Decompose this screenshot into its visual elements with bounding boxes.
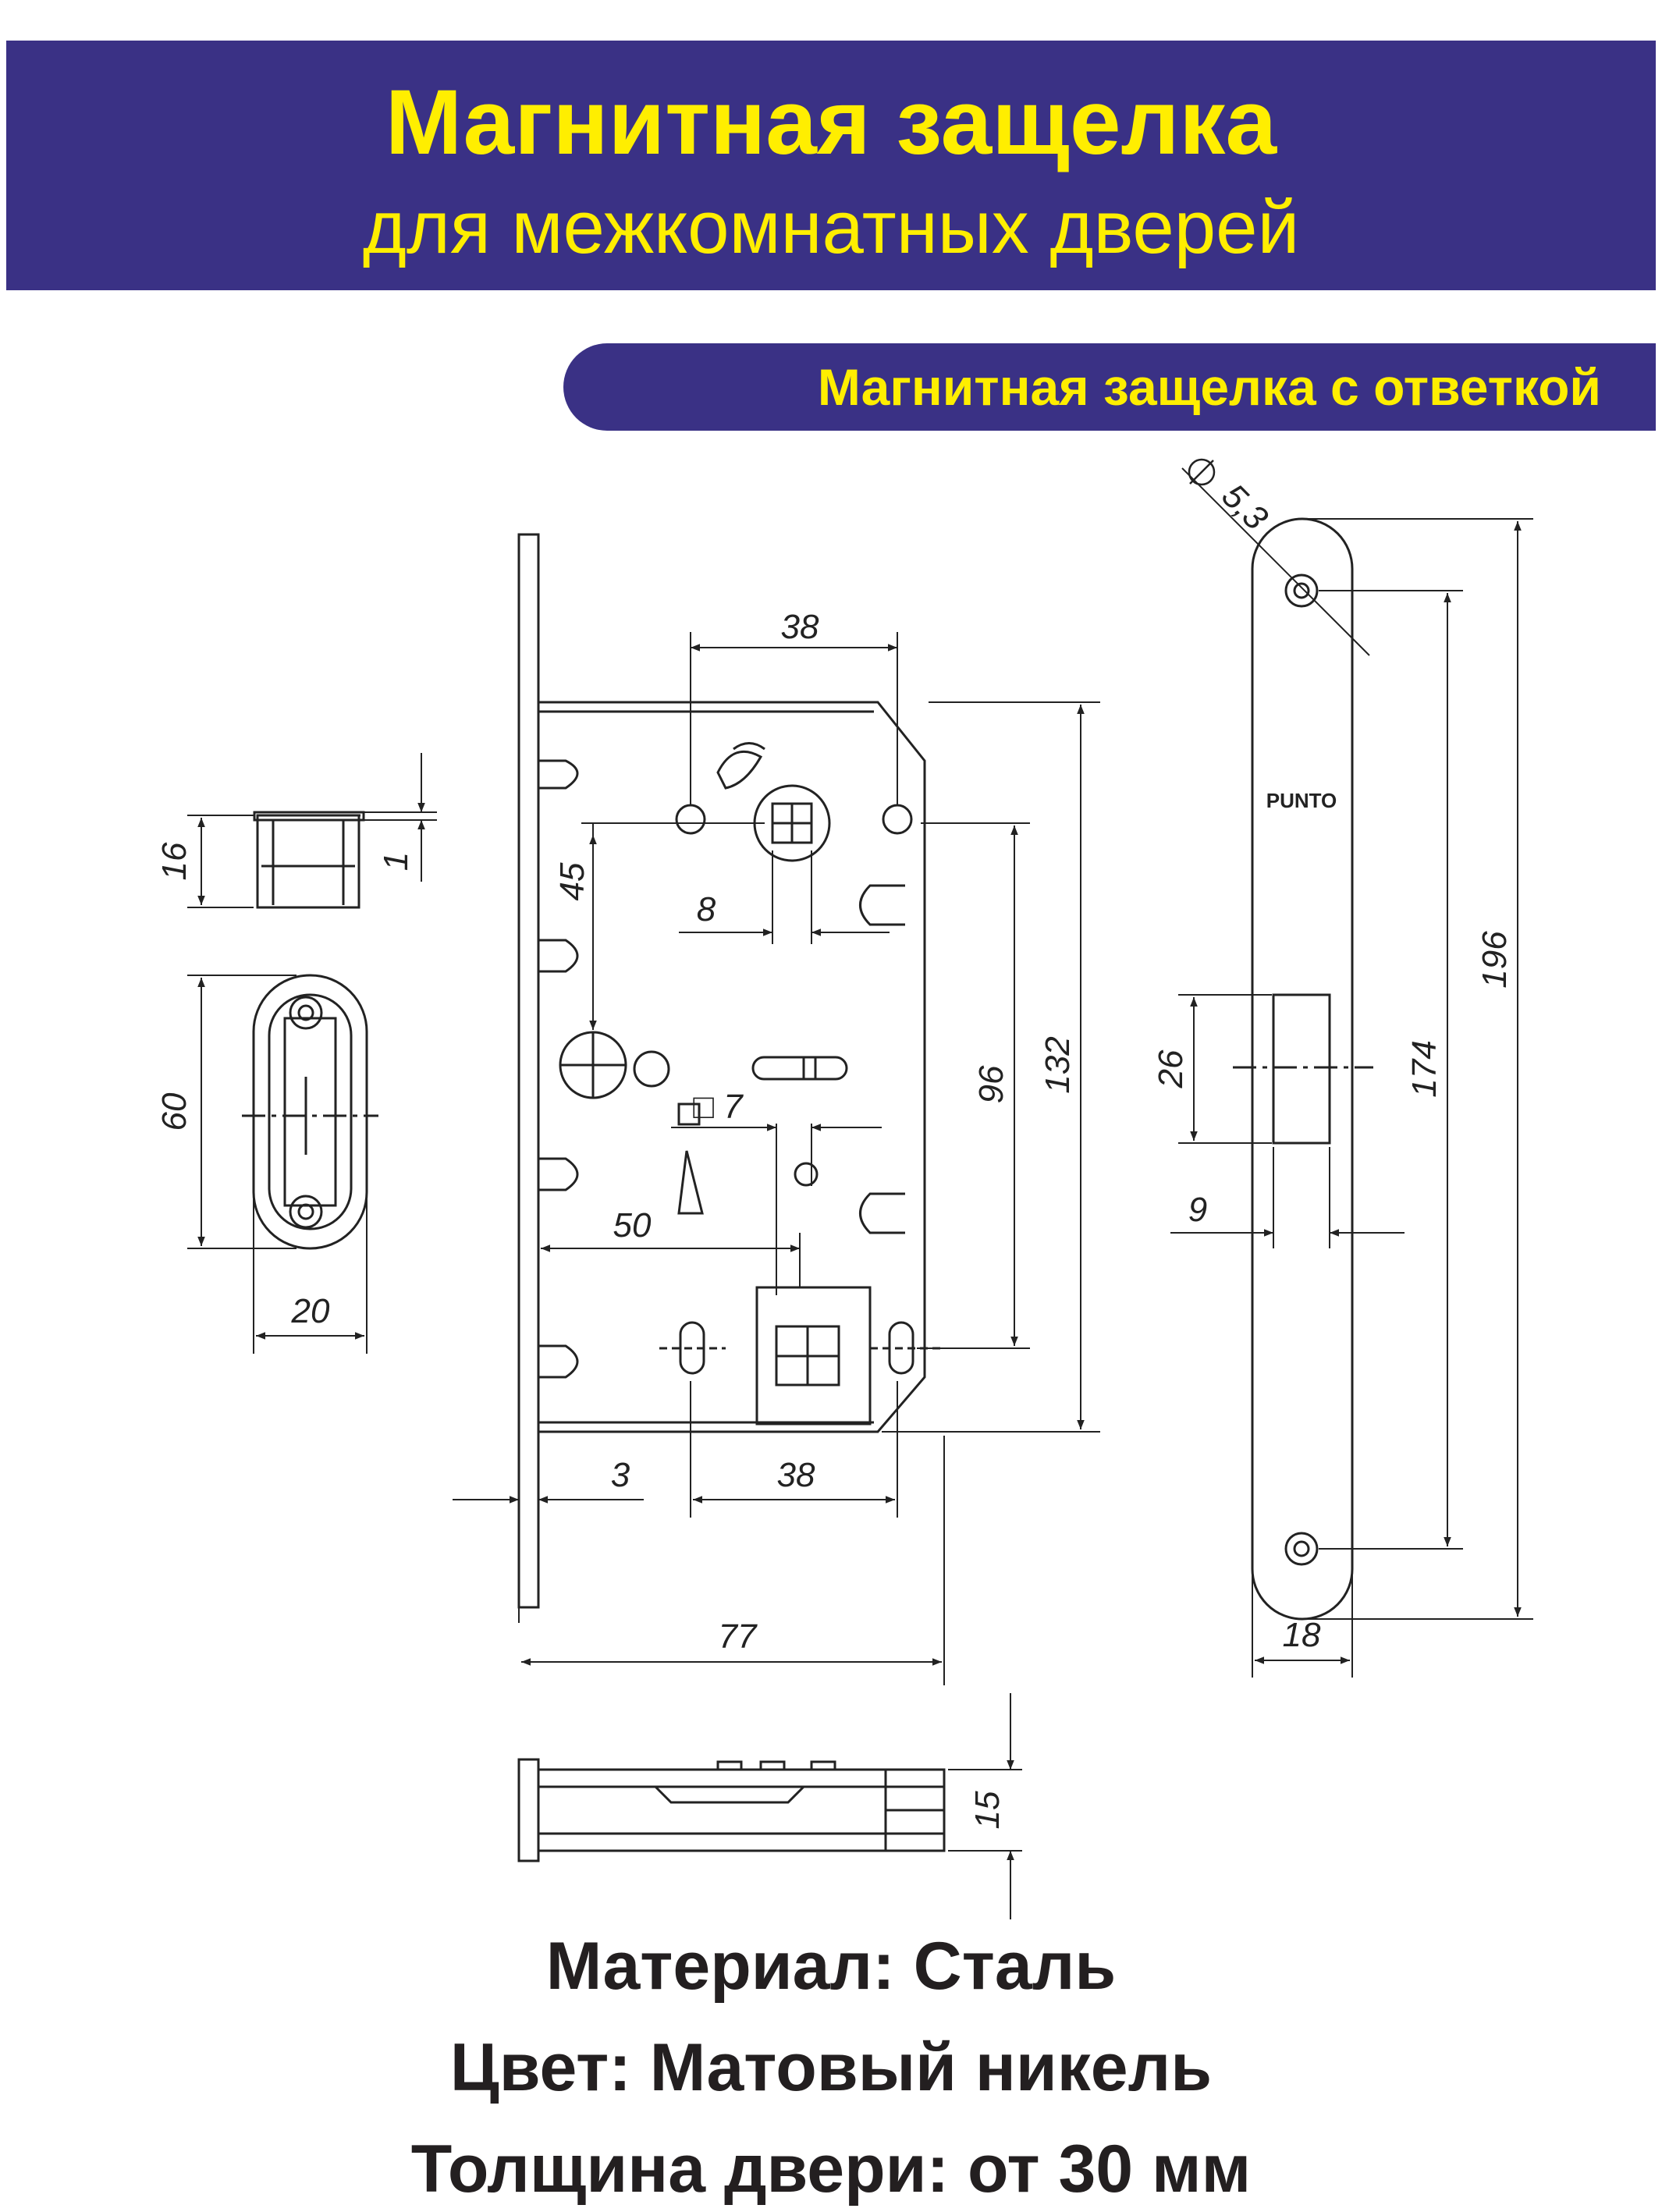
dim-label-20: 20 xyxy=(291,1292,330,1330)
lock-body-front-view xyxy=(517,533,940,1609)
dim-label-50: 50 xyxy=(613,1206,652,1244)
dim-label-18: 18 xyxy=(1283,1616,1321,1654)
technical-drawing: 38 8 45 96 132 □ 7 50 3 38 77 15 16 1 60… xyxy=(155,458,1533,1919)
lock-side-view xyxy=(517,1758,946,1862)
dim-label-38-bottom: 38 xyxy=(777,1456,815,1494)
diameter-slash xyxy=(1189,460,1214,485)
dim-label-196: 196 xyxy=(1476,931,1514,989)
diameter-symbol-icon xyxy=(1188,458,1216,486)
spec-color: Цвет: Матовый никель xyxy=(449,2030,1213,2105)
faceplate-brand-text: PUNTO xyxy=(1266,789,1337,812)
dim-label-38-top: 38 xyxy=(781,608,819,646)
header-banner: Магнитная защелка для межкомнатных двере… xyxy=(6,41,1656,290)
dim-label-15: 15 xyxy=(968,1791,1007,1829)
dim-label-1: 1 xyxy=(377,852,415,871)
faceplate-front-view xyxy=(1233,517,1373,1621)
spec-material: Материал: Сталь xyxy=(545,1929,1117,2004)
dim-label-174: 174 xyxy=(1405,1040,1444,1097)
page-subtitle: для межкомнатных дверей xyxy=(362,186,1300,269)
page-title: Магнитная защелка xyxy=(385,71,1277,174)
dim-label-16: 16 xyxy=(155,842,194,880)
dim-label-45: 45 xyxy=(553,862,591,900)
dim-label-3: 3 xyxy=(611,1456,630,1494)
dim-label-9: 9 xyxy=(1188,1191,1207,1229)
dim-label-96: 96 xyxy=(972,1065,1010,1103)
strike-plate-side-view xyxy=(253,811,365,909)
product-label-banner: Магнитная защелка с ответкой xyxy=(563,343,1656,431)
spec-door-thickness: Толщина двери: от 30 мм xyxy=(410,2132,1252,2207)
dim-label-8: 8 xyxy=(697,890,716,928)
strike-plate-front-view xyxy=(242,974,378,1250)
dim-label-5-3: 5,3 xyxy=(1214,477,1275,538)
dim-label-7: □ 7 xyxy=(693,1088,744,1126)
product-label: Магнитная защелка с ответкой xyxy=(817,358,1601,416)
dim-label-60: 60 xyxy=(155,1092,194,1131)
dim-label-77: 77 xyxy=(719,1617,758,1656)
dim-label-132: 132 xyxy=(1039,1036,1077,1093)
dim-label-26: 26 xyxy=(1152,1049,1190,1088)
